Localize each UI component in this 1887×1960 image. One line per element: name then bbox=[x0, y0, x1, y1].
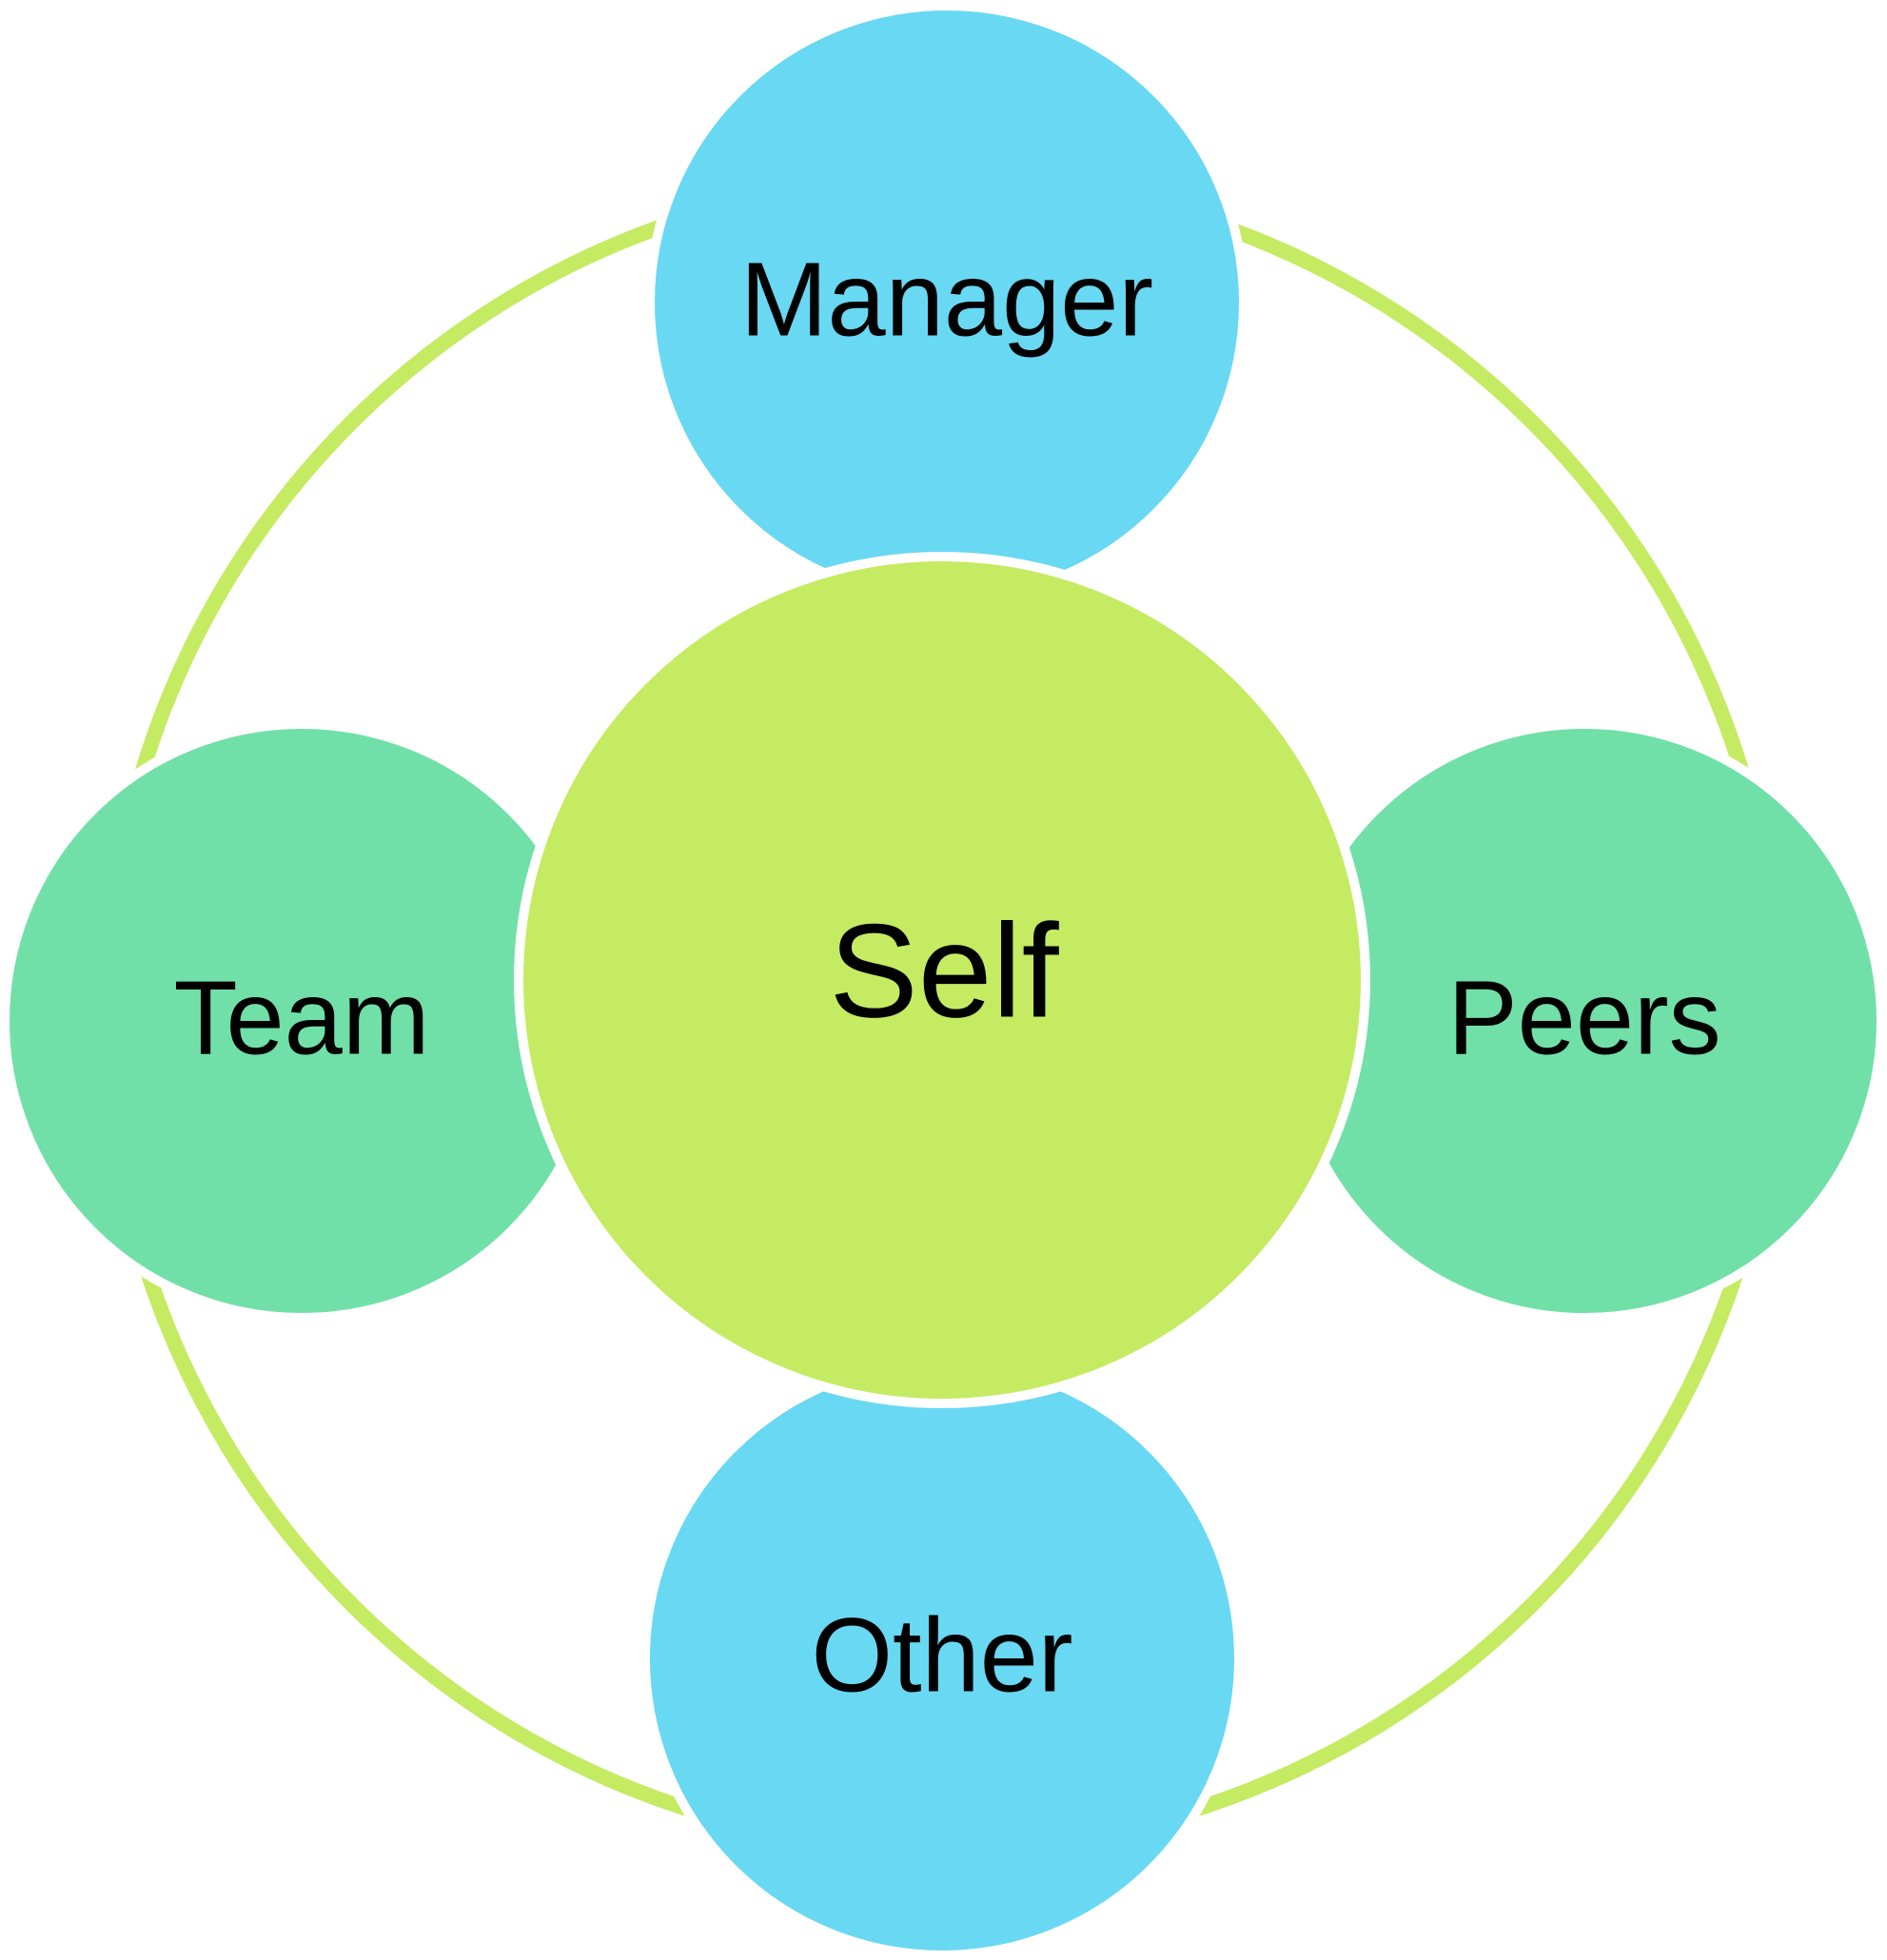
node-team: Team bbox=[0, 719, 603, 1323]
node-self-label: Self bbox=[829, 896, 1059, 1046]
node-peers-label: Peers bbox=[1447, 960, 1720, 1077]
node-other: Other bbox=[640, 1357, 1244, 1960]
node-manager-label: Manager bbox=[740, 242, 1153, 359]
node-self: Self bbox=[514, 552, 1370, 1408]
node-other-label: Other bbox=[811, 1597, 1072, 1715]
node-manager: Manager bbox=[645, 1, 1248, 604]
node-team-label: Team bbox=[174, 960, 430, 1077]
node-peers: Peers bbox=[1283, 719, 1886, 1323]
node-self-circle bbox=[514, 552, 1370, 1408]
